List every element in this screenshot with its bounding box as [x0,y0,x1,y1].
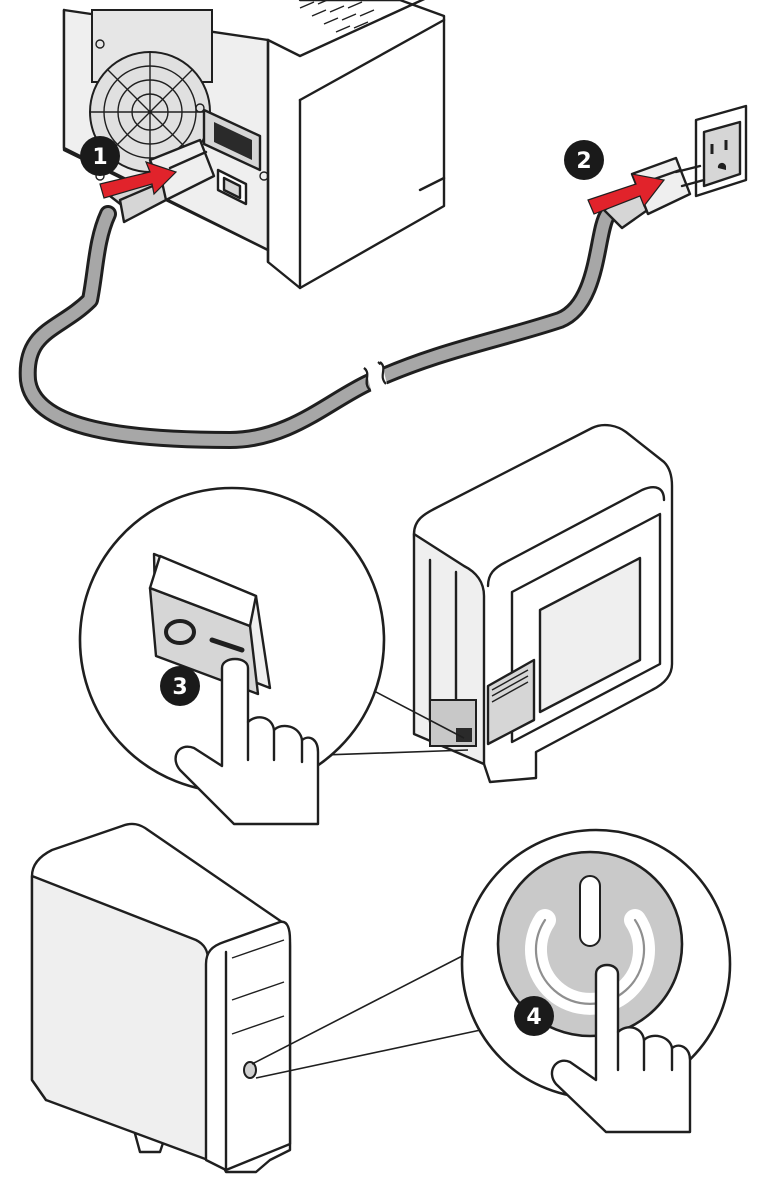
pc-case-front [32,824,290,1172]
svg-text:3: 3 [172,675,187,700]
psu-unit [64,0,444,288]
power-button-small[interactable] [244,1062,256,1078]
step-1-badge: 1 [80,136,120,176]
svg-text:1: 1 [92,145,107,170]
step-4-badge: 4 [514,996,554,1036]
svg-text:4: 4 [526,1005,541,1030]
switch-zoom-circle [80,488,384,824]
svg-text:2: 2 [576,149,591,174]
step-2-badge: 2 [564,140,604,180]
pc-case-rear [414,425,672,782]
power-zoom-circle [462,830,730,1132]
wall-outlet [696,106,746,196]
step-3-badge: 3 [160,666,200,706]
